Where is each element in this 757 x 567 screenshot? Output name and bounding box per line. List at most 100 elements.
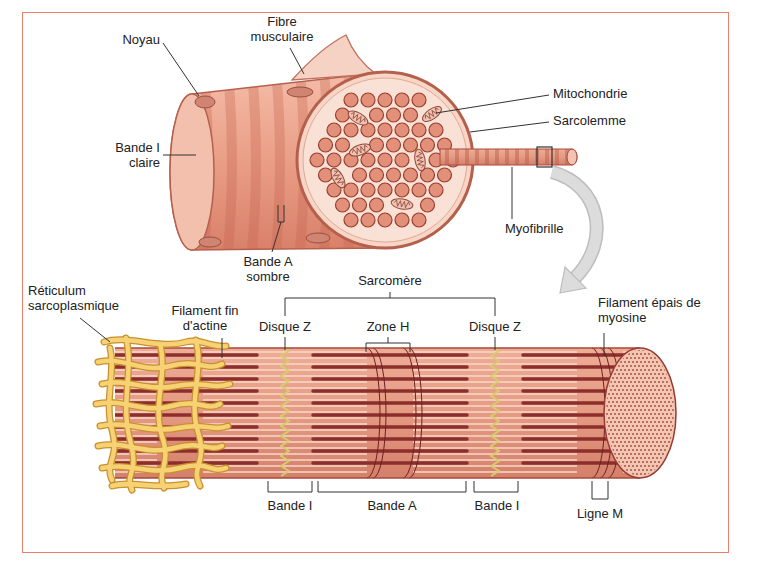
myofibril-section [344, 213, 358, 227]
filament-dots [664, 465, 666, 467]
filament-dots [630, 461, 632, 463]
filament-dots [674, 445, 676, 447]
filament-dots [608, 369, 610, 371]
filament-dots [640, 353, 642, 355]
filament-dots [664, 409, 666, 411]
myofilaments [0, 411, 157, 412]
filament-dots [678, 357, 680, 359]
filament-dots [652, 449, 654, 451]
filament-dots [666, 357, 668, 359]
filament-dots [622, 461, 624, 463]
filament-dots [658, 421, 660, 423]
filament-dots [632, 393, 634, 395]
myofibril-section [370, 108, 384, 122]
sarcoplasmic-reticulum [98, 361, 222, 368]
myofibril-section [438, 168, 452, 182]
filament-dots [634, 453, 636, 455]
filament-dots [612, 385, 614, 387]
filament-dots [636, 473, 638, 475]
filament-dots [670, 429, 672, 431]
filament-dots [678, 405, 680, 407]
myofibril-section [404, 138, 418, 152]
filament-dots [652, 417, 654, 419]
filament-dots [632, 353, 634, 355]
filament-dots [608, 393, 610, 395]
filament-dots [666, 397, 668, 399]
filament-dots [656, 393, 658, 395]
filament-dots [676, 361, 678, 363]
filament-dots [678, 445, 680, 447]
filament-dots [656, 433, 658, 435]
filament-dots [656, 465, 658, 467]
filament-dots [660, 441, 662, 443]
filament-dots [616, 377, 618, 379]
part-label: Fibre musculaire [242, 15, 322, 45]
filament-dots [640, 441, 642, 443]
filament-dots [654, 413, 656, 415]
filament-dots [674, 453, 676, 455]
filament-dots [622, 357, 624, 359]
myofilaments [313, 413, 467, 417]
filament-dots [646, 373, 648, 375]
filament-dots [646, 453, 648, 455]
myofibril-section [387, 138, 401, 152]
myofilaments [413, 465, 577, 466]
filament-dots [624, 369, 626, 371]
filament-dots [624, 377, 626, 379]
filament-dots [640, 409, 642, 411]
filament-dots [648, 465, 650, 467]
filament-dots [654, 429, 656, 431]
filament-dots [628, 457, 630, 459]
filament-dots [636, 393, 638, 395]
muscle-fiber [170, 94, 214, 250]
filament-dots [666, 429, 668, 431]
myofilaments [203, 435, 367, 436]
filament-dots [678, 397, 680, 399]
filament-dots [648, 385, 650, 387]
filament-dots [622, 437, 624, 439]
filament-dots [650, 461, 652, 463]
sarcoplasmic-reticulum [109, 348, 114, 480]
filament-dots [658, 397, 660, 399]
myofibril-section [327, 153, 341, 167]
filament-dots [612, 417, 614, 419]
myofibril-section [387, 108, 401, 122]
filament-dots [678, 453, 680, 455]
filament-dots [634, 389, 636, 391]
filament-dots [674, 469, 676, 471]
zoom-box [537, 147, 552, 167]
myofilaments [0, 351, 157, 352]
filament-dots [644, 441, 646, 443]
sarcoplasmic-reticulum [96, 338, 230, 490]
leader-line [80, 318, 110, 342]
myofibril-section [353, 198, 367, 212]
filament-dots [624, 473, 626, 475]
filament-dots [620, 409, 622, 411]
filament-dots [662, 405, 664, 407]
sarcoplasmic-reticulum [98, 445, 222, 451]
sarcoplasmic-reticulum [112, 484, 186, 486]
filament-dots [658, 381, 660, 383]
filament-dots [678, 429, 680, 431]
filament-dots [642, 429, 644, 431]
filament-dots [622, 381, 624, 383]
mitochondrion [390, 197, 413, 211]
ring-line [409, 348, 422, 478]
filament-dots [624, 425, 626, 427]
filament-dots [632, 401, 634, 403]
filament-dots [620, 377, 622, 379]
filament-dots [622, 373, 624, 375]
filament-dots [644, 353, 646, 355]
filament-dots [614, 405, 616, 407]
filament-dots [642, 421, 644, 423]
myofilaments [203, 375, 367, 376]
filament-dots [644, 385, 646, 387]
filament-dots [618, 429, 620, 431]
filament-dots [648, 425, 650, 427]
filament-dots [646, 421, 648, 423]
filament-dots [666, 437, 668, 439]
filament-dots [612, 409, 614, 411]
myofibril-section [412, 213, 426, 227]
filament-dots [636, 353, 638, 355]
sarcoplasmic-reticulum [104, 340, 226, 347]
